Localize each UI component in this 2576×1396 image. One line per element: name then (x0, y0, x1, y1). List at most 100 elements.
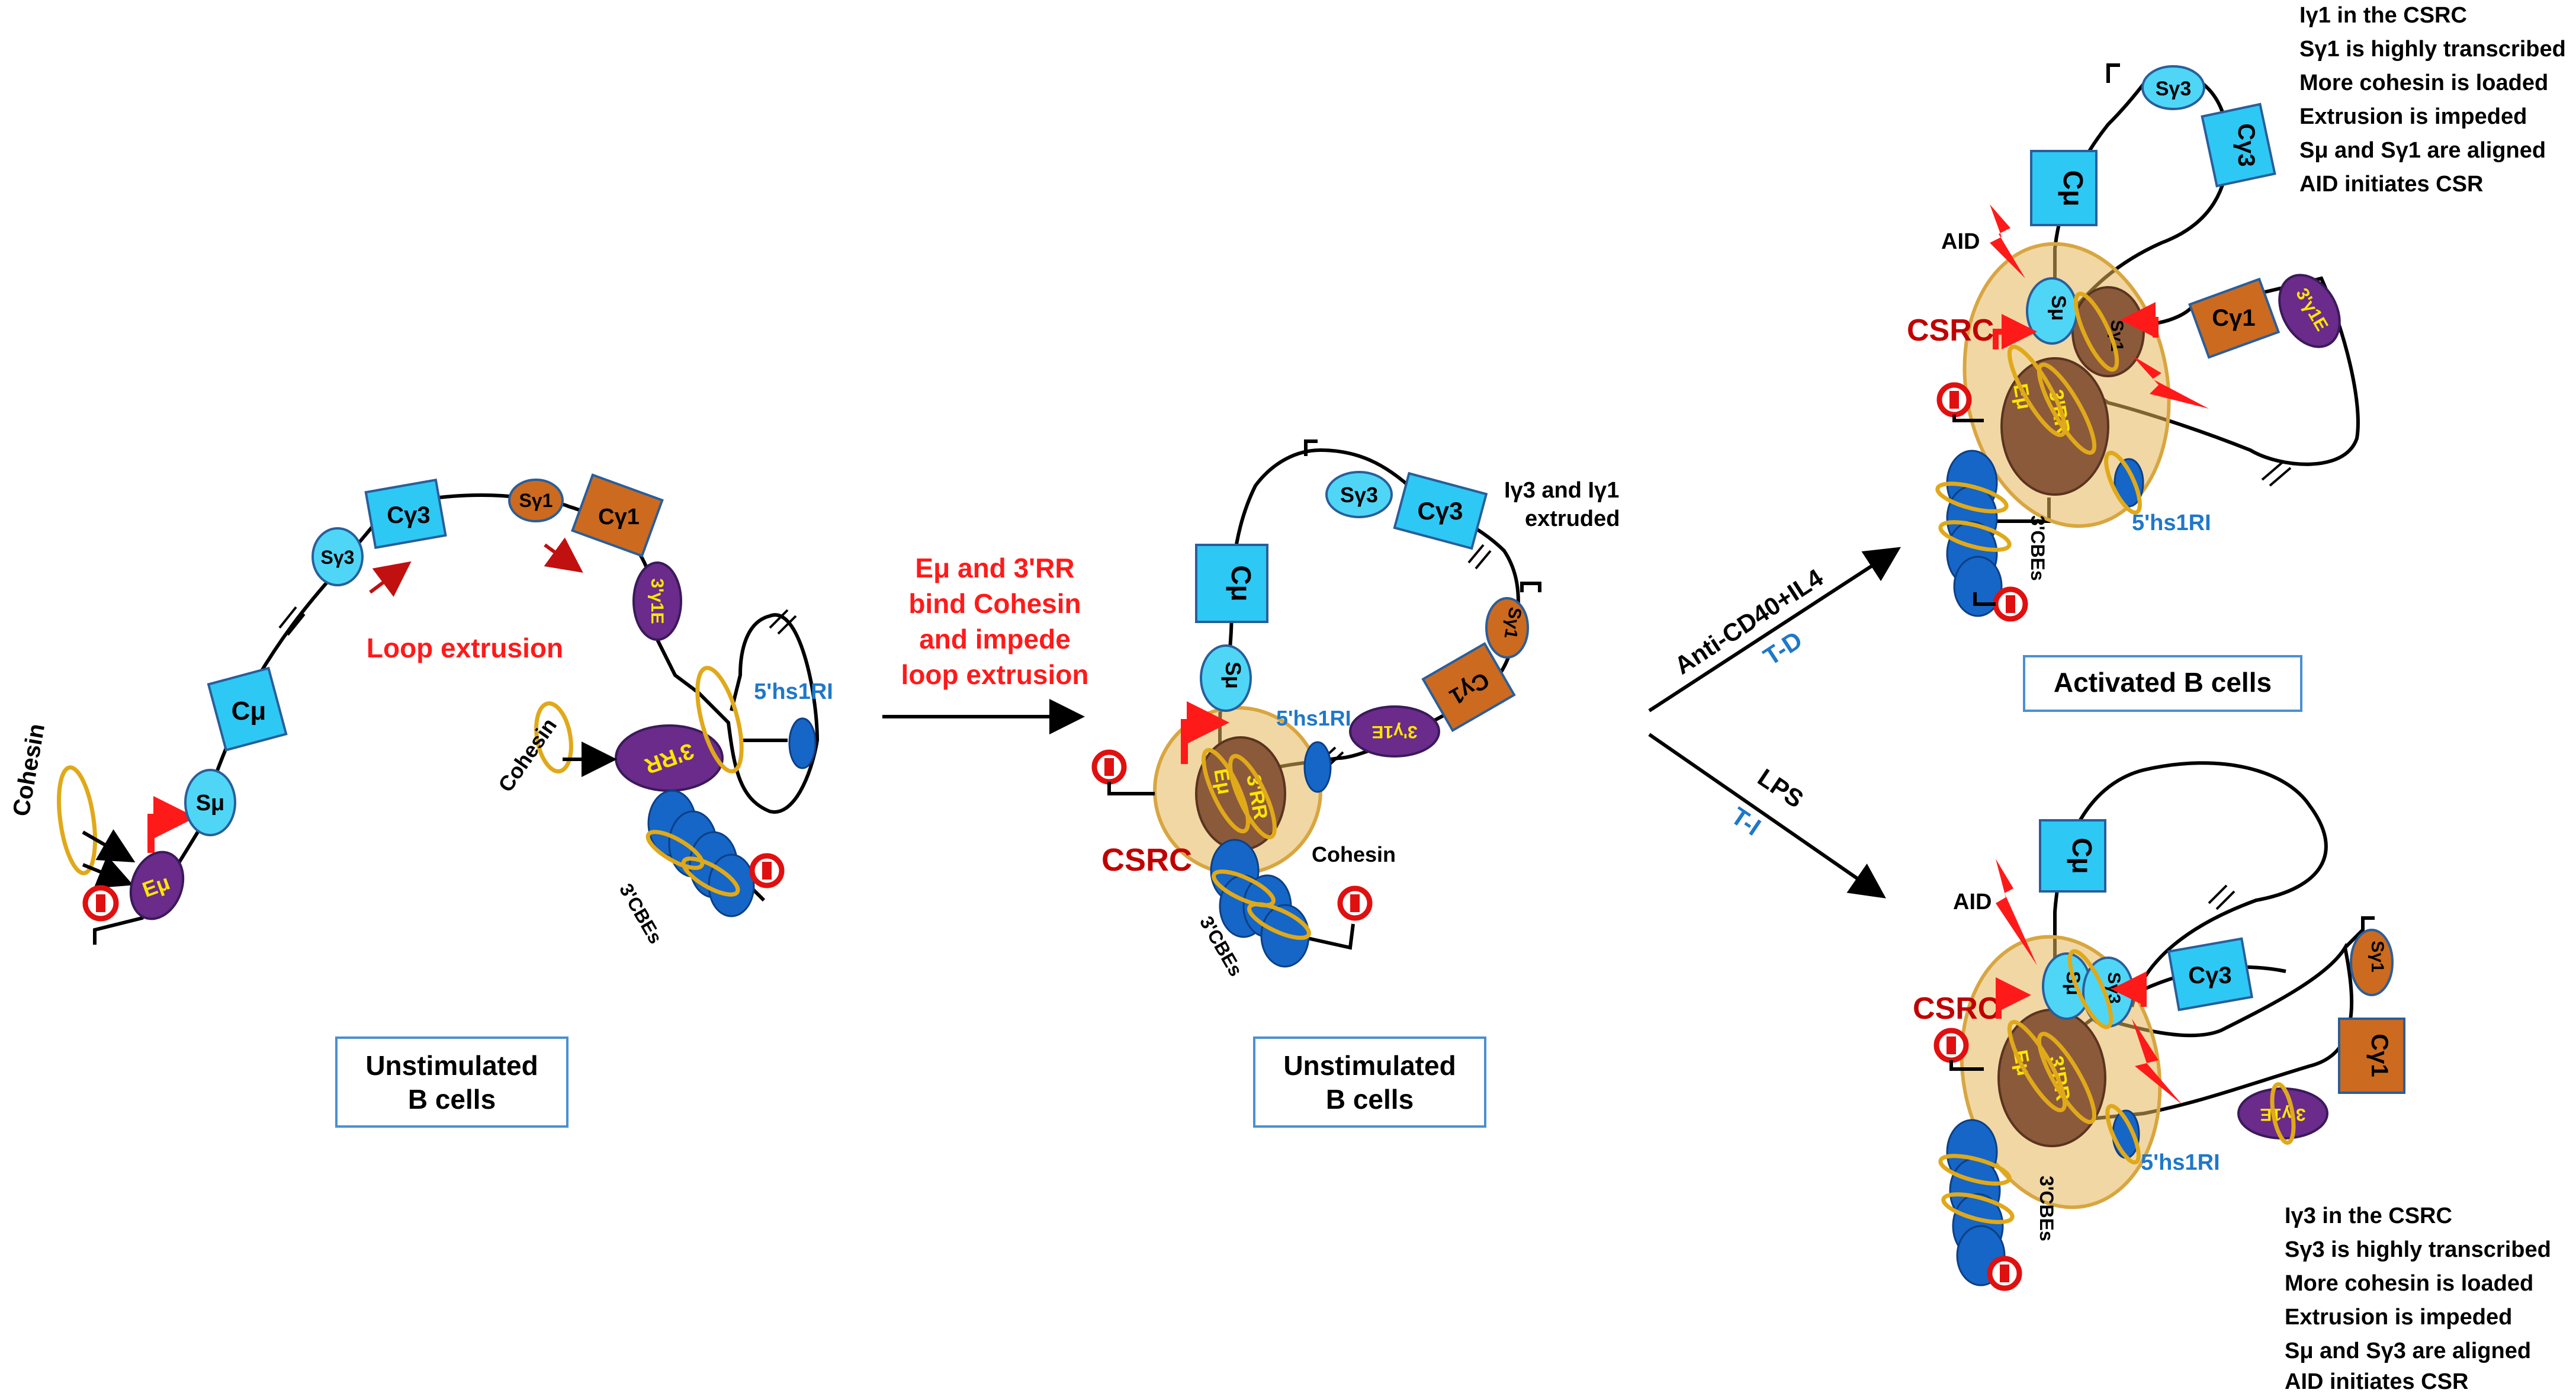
s-mu-label: Sμ (2047, 295, 2070, 320)
note-line: More cohesin is loaded (2285, 1271, 2533, 1296)
stimulation-branches: Anti-CD40+IL4 T-D LPS T-I (1648, 547, 1902, 898)
cell-state-line1: Unstimulated (365, 1050, 538, 1081)
step-text-line2: bind Cohesin (908, 588, 1081, 619)
ctcf-insulator-bar (2006, 595, 2015, 613)
c-gamma3-region (364, 478, 447, 550)
extrusion-arrow (369, 561, 412, 597)
s-mu-label: Sμ (196, 791, 225, 816)
promoter-stub (1304, 439, 1318, 456)
aid-label: AID (1953, 890, 1992, 914)
s-gamma3-region (311, 527, 364, 586)
c-gamma1-label: Cγ1 (2366, 1034, 2392, 1077)
c-gamma1-region (1421, 641, 1516, 733)
s-gamma3-label: Sγ3 (2156, 78, 2192, 100)
hs1ri-element (1303, 741, 1332, 793)
ctcf-insulator-bar (1949, 391, 1959, 409)
cbe-site (1953, 556, 2003, 617)
notes-td: Iγ1 in the CSRC Sγ1 is highly transcribe… (2299, 3, 2566, 197)
csrc-label: CSRC (1913, 991, 2000, 1026)
cohesin-ring (681, 856, 740, 897)
cohesin-ring (57, 765, 97, 875)
gamma1-enhancer-label: 3'γ1E (1371, 722, 1417, 742)
break-mark (2208, 884, 2228, 904)
cbes-label: 3'CBEs (2027, 515, 2048, 581)
arrow-ti (1648, 733, 1886, 898)
cohesin-ring (1938, 1154, 2012, 1186)
csrc-label: CSRC (1907, 313, 1994, 348)
note-line: AID initiates CSR (2299, 172, 2483, 197)
break-mark (1475, 550, 1492, 570)
break-mark (278, 606, 297, 629)
cohesin-ring (1212, 869, 1276, 907)
gamma1-enhancer-label: 3'γ1E (2260, 1105, 2305, 1124)
cell-state-line1: Unstimulated (1283, 1050, 1456, 1081)
step-text-line3: and impede (919, 624, 1071, 654)
s-gamma3-region (1325, 471, 1393, 518)
c-mu-region (2039, 819, 2106, 893)
cohesin-ring (1935, 482, 2009, 514)
cohesin-ring (534, 701, 573, 774)
transition-step: Eμ and 3'RR bind Cohesin and impede loop… (882, 553, 1089, 734)
cohesin-ring (2270, 1082, 2296, 1145)
cohesin-ring (2037, 1032, 2097, 1124)
loop-extrusion-label: Loop extrusion (367, 633, 563, 663)
aid-label: AID (1941, 229, 1980, 254)
cohesin-ring (645, 830, 705, 870)
break-mark (2215, 890, 2235, 910)
cbes-label: 3'CBEs (615, 880, 667, 948)
break-mark (1467, 544, 1485, 564)
cell-state-box (335, 1036, 568, 1128)
c-mu-label: Cμ (1226, 565, 1257, 601)
arrow (82, 855, 134, 888)
gamma1-enhancer (2278, 274, 2341, 348)
hs1ri-label: 5'hs1RI (2132, 511, 2211, 535)
ctcf-insulator-bar (96, 894, 105, 912)
note-line: Sμ and Sγ3 are aligned (2285, 1339, 2531, 1363)
s-gamma3-label: Sγ3 (321, 547, 355, 568)
gamma1-enhancer (1349, 705, 1440, 758)
c-gamma3-label: Cγ3 (2233, 123, 2259, 166)
c-mu-label: Cμ (2067, 837, 2098, 874)
cohesin-ring (2007, 1020, 2067, 1112)
csrc-core (2000, 357, 2109, 496)
ti-stimulus-label: LPS (1753, 763, 1809, 813)
cohesin-ring (2104, 451, 2142, 515)
c-gamma1-label: Cγ1 (598, 505, 640, 529)
panel-unstimulated-middle: Eμ 3'RR CSRC Sμ Cμ Sγ3 Cγ3 Iγ3 and Iγ1 e… (1091, 439, 1620, 1128)
s-gamma1-region (2350, 929, 2394, 996)
s-gamma1-region (1485, 597, 1529, 659)
promoter-arrow (2111, 971, 2147, 1007)
c-mu-region (207, 666, 288, 752)
c-mu-label: Cμ (2058, 170, 2089, 206)
break-mark (777, 615, 797, 635)
note-line: Sγ1 is highly transcribed (2299, 37, 2566, 62)
c-gamma3-region (1393, 471, 1488, 550)
promoter-arrow (1993, 314, 2037, 349)
insulator-wire (1952, 415, 1984, 422)
cell-state-box (2023, 655, 2302, 712)
s-mu-label: Sμ (1221, 662, 1245, 689)
ctcf-insulator-bar (1947, 1036, 1956, 1054)
promoter-stub (2343, 916, 2375, 949)
extruded-line2: extruded (1525, 506, 1620, 531)
cbe-site (708, 853, 755, 917)
csrc-label: CSRC (1101, 842, 1192, 878)
ctcf-insulator-bar (2000, 1265, 2009, 1282)
cell-state-line2: B cells (1326, 1084, 1414, 1115)
c-mu-label: Cμ (232, 697, 266, 726)
step-text-line4: loop extrusion (901, 659, 1089, 690)
aid-lightning-icon (1996, 859, 2037, 965)
note-line: Iγ1 in the CSRC (2299, 3, 2467, 28)
note-line: Extrusion is impeded (2299, 104, 2527, 129)
c-gamma1-label: Cγ1 (2212, 305, 2255, 331)
c-gamma1-region (2188, 277, 2281, 359)
c-gamma3-label: Cγ3 (2188, 962, 2231, 989)
cbes-label: 3'CBEs (2036, 1176, 2057, 1241)
arrow-td (1648, 547, 1902, 713)
panel-unstimulated-left: Cohesin Eμ Sμ Cμ Sγ3 Cγ3 Sγ1 Cγ1 3'γ1E (8, 473, 833, 1128)
cohesin-ring (2073, 291, 2119, 372)
note-line: Sγ3 is highly transcribed (2285, 1237, 2551, 1262)
c-gamma3-label: Cγ3 (1417, 497, 1463, 525)
gamma1-enhancer (632, 561, 682, 641)
cohesin-label: Cohesin (1312, 842, 1396, 867)
